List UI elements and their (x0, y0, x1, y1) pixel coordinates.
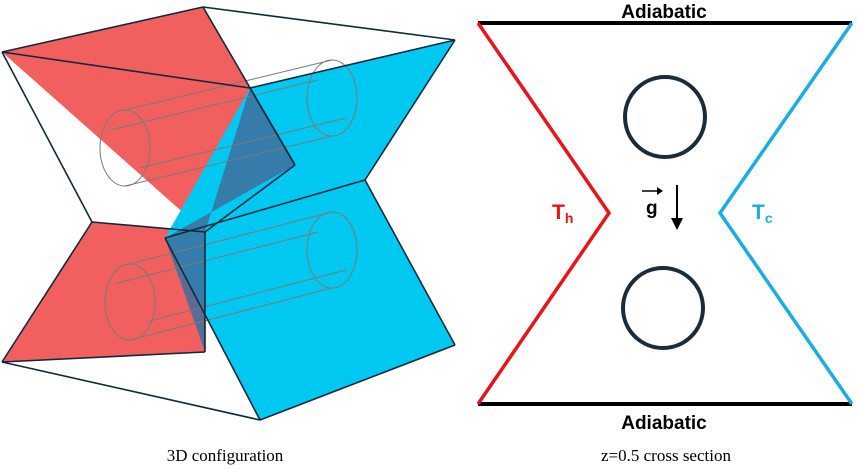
hot-wall (476, 22, 612, 405)
lower-cylinder (104, 211, 358, 341)
cold-face-lower (165, 180, 455, 420)
bottom-adiabatic-label: Adiabatic (621, 413, 707, 434)
gravity-arrowhead (671, 218, 683, 230)
cold-wall (717, 22, 854, 405)
overlap-region (165, 88, 295, 352)
cold-temperature-label: Tc (752, 201, 773, 226)
top-adiabatic-label: Adiabatic (621, 2, 707, 23)
lower-cylinder-section (621, 266, 705, 350)
upper-cylinder (99, 59, 358, 187)
left-caption: 3D configuration (167, 446, 284, 465)
three-d-configuration (1, 6, 456, 421)
hot-temperature-label: Th (552, 201, 573, 226)
gravity-label: g (646, 198, 658, 219)
hot-face-lower (2, 222, 205, 362)
box-edges (1, 6, 456, 421)
vector-bar-head (657, 187, 663, 195)
upper-cylinder-section (623, 75, 707, 159)
cross-section: g Th Tc Adiabatic Adiabatic (476, 2, 854, 434)
right-caption: z=0.5 cross section (601, 446, 731, 465)
